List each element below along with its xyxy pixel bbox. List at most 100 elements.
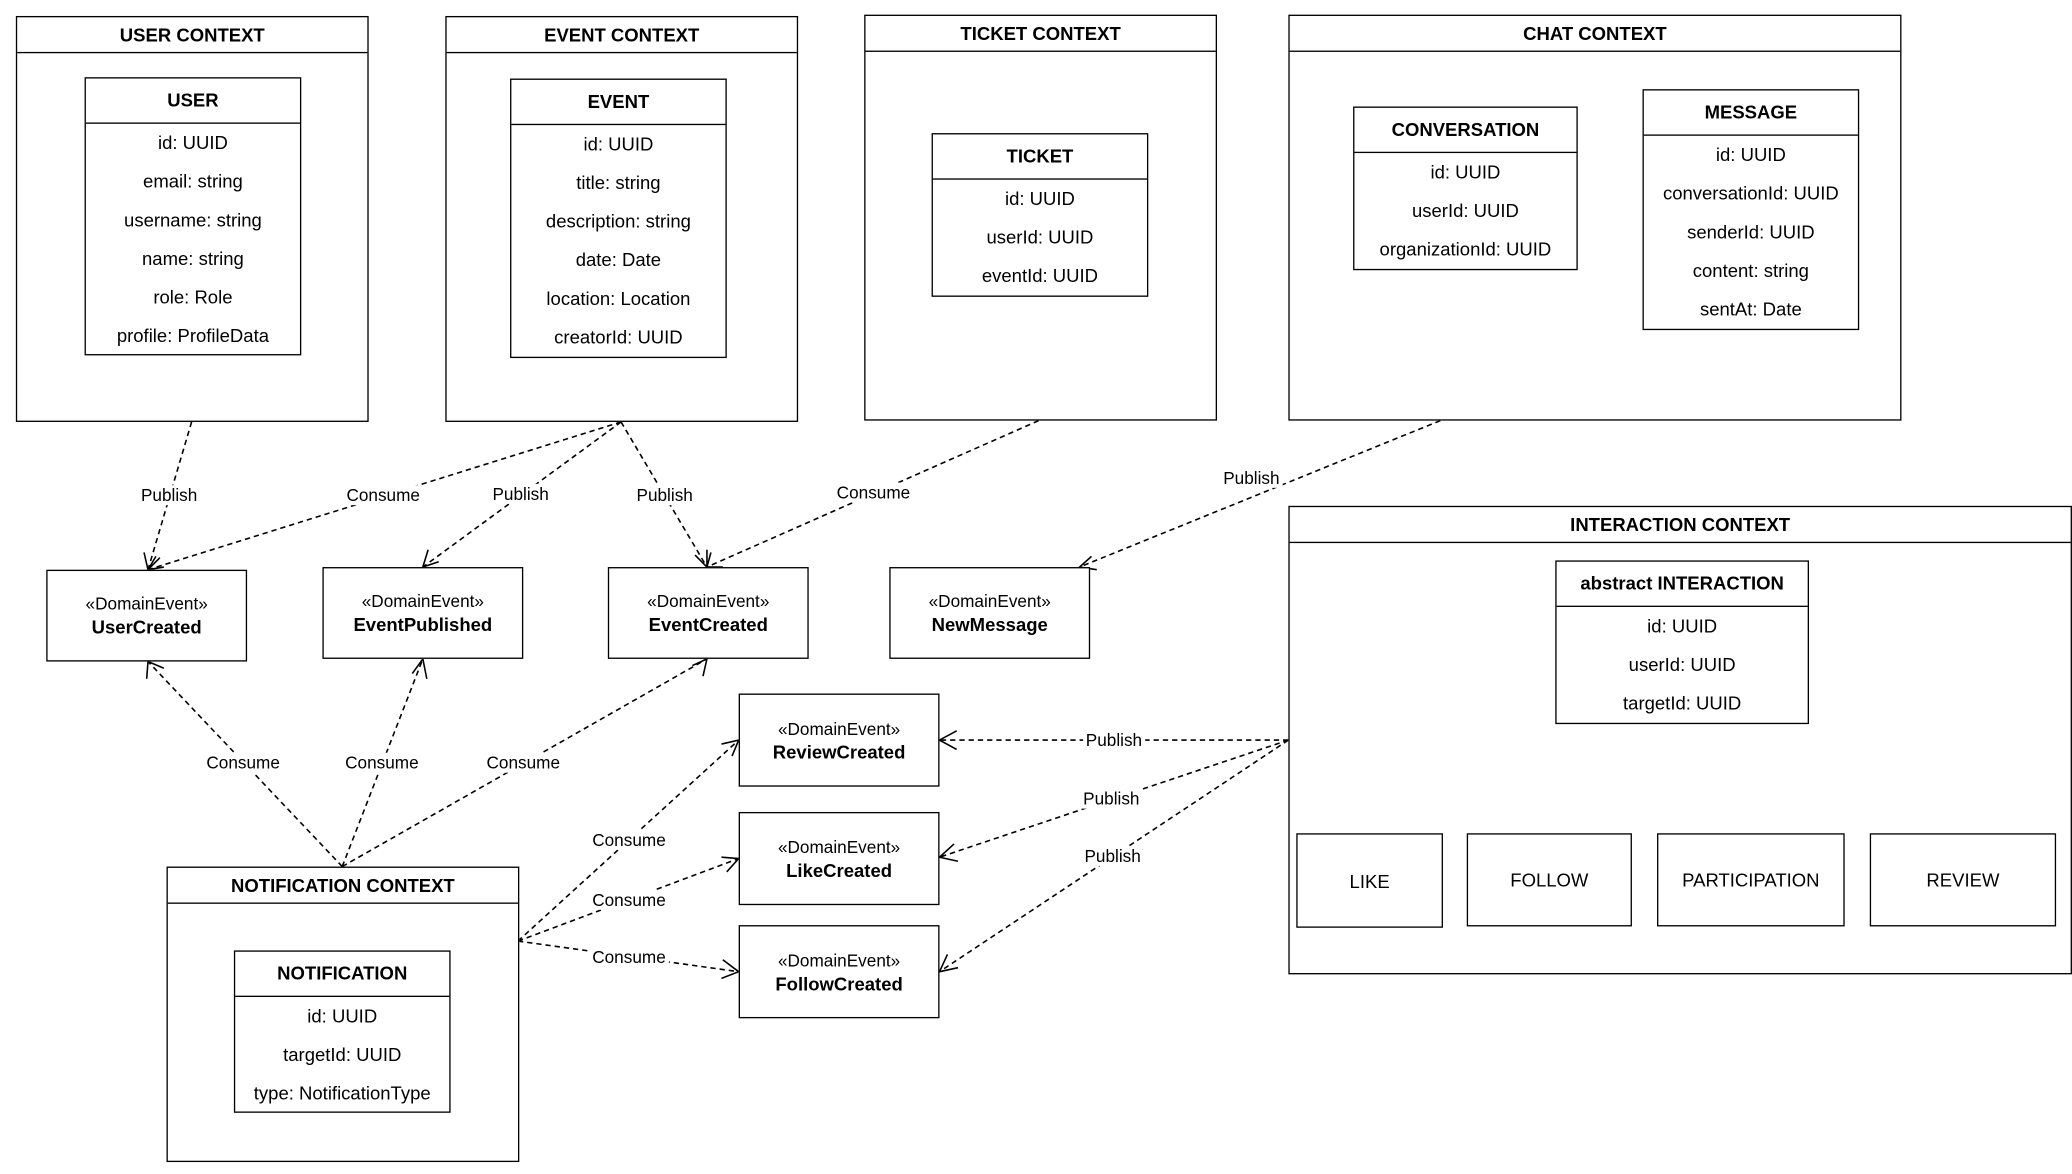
message-entity: MESSAGE id: UUID conversationId: UUID se… <box>1642 89 1860 331</box>
entity-field: name: string <box>142 247 244 269</box>
subtype-review: REVIEW <box>1869 833 2057 927</box>
event-context-title: EVENT CONTEXT <box>446 17 797 54</box>
entity-field: email: string <box>143 170 243 192</box>
user-fields: id: UUID email: string username: string … <box>86 124 300 361</box>
connector-label-publish: Publish <box>1080 788 1143 809</box>
entity-field: targetId: UUID <box>283 1043 402 1065</box>
entity-field: description: string <box>545 210 691 232</box>
stereotype-label: «DomainEvent» <box>647 591 770 611</box>
entity-field: eventId: UUID <box>981 264 1099 287</box>
event-entity-title: EVENT <box>511 80 726 126</box>
domain-event-follow-created: «DomainEvent» FollowCreated <box>738 925 940 1019</box>
entity-field: targetId: UUID <box>1623 692 1742 714</box>
subtype-follow: FOLLOW <box>1466 833 1632 927</box>
connector-label-consume: Consume <box>483 752 563 773</box>
stereotype-label: «DomainEvent» <box>928 591 1051 611</box>
connector-label-publish: Publish <box>1083 730 1145 751</box>
entity-field: id: UUID <box>1715 143 1786 166</box>
conversation-entity: CONVERSATION id: UUID userId: UUID organ… <box>1353 106 1578 271</box>
connector-label-consume: Consume <box>589 829 669 850</box>
stereotype-label: «DomainEvent» <box>777 949 901 970</box>
entity-field: username: string <box>124 208 262 231</box>
conversation-fields: id: UUID userId: UUID organizationId: UU… <box>1354 153 1576 274</box>
entity-field: id: UUID <box>1647 614 1718 637</box>
entity-field: id: UUID <box>307 1004 378 1027</box>
domain-event-review-created: «DomainEvent» ReviewCreated <box>738 693 940 787</box>
chat-context-title: CHAT CONTEXT <box>1289 16 1901 52</box>
entity-field: title: string <box>576 171 661 194</box>
stereotype-label: «DomainEvent» <box>777 718 901 739</box>
arrow-interaction-publish-followcreated <box>939 739 1289 973</box>
notification-entity: NOTIFICATION id: UUID targetId: UUID typ… <box>233 950 451 1113</box>
event-name: NewMessage <box>931 613 1048 635</box>
event-name: UserCreated <box>91 616 202 638</box>
subtype-like: LIKE <box>1296 833 1443 928</box>
stereotype-label: «DomainEvent» <box>361 591 484 611</box>
domain-event-event-created: «DomainEvent» EventCreated <box>607 567 809 659</box>
entity-field: id: UUID <box>583 133 654 155</box>
entity-field: profile: ProfileData <box>116 324 270 347</box>
stereotype-label: «DomainEvent» <box>777 836 901 857</box>
entity-field: userId: UUID <box>1411 199 1519 221</box>
interaction-entity-title: abstract INTERACTION <box>1556 562 1808 607</box>
entity-field: id: UUID <box>1430 161 1501 183</box>
notification-entity-title: NOTIFICATION <box>235 952 450 997</box>
message-fields: id: UUID conversationId: UUID senderId: … <box>1644 136 1858 334</box>
arrow-notification-consume-eventcreated <box>341 658 708 868</box>
entity-field: userId: UUID <box>986 226 1094 248</box>
connector-label-consume: Consume <box>343 485 423 506</box>
connector-label-publish: Publish <box>489 483 552 504</box>
event-name: EventPublished <box>353 613 493 635</box>
stereotype-label: «DomainEvent» <box>85 593 208 614</box>
entity-field: sentAt: Date <box>1699 298 1802 320</box>
subtype-participation: PARTICIPATION <box>1657 833 1845 927</box>
entity-field: role: Role <box>153 286 233 308</box>
event-entity: EVENT id: UUID title: string description… <box>510 78 727 362</box>
connector-label-consume: Consume <box>589 889 669 910</box>
arrow-notification-consume-likecreated <box>517 857 739 942</box>
user-context-title: USER CONTEXT <box>17 17 368 54</box>
connector-label-consume: Consume <box>589 947 669 968</box>
arrow-interaction-publish-likecreated <box>939 739 1289 858</box>
connector-label-publish: Publish <box>138 485 200 506</box>
event-fields: id: UUID title: string description: stri… <box>511 125 725 362</box>
connector-label-publish: Publish <box>1220 467 1283 488</box>
entity-field: date: Date <box>575 248 662 271</box>
user-entity: USER id: UUID email: string username: st… <box>84 77 302 356</box>
entity-field: location: Location <box>546 287 691 309</box>
interaction-fields: id: UUID userId: UUID targetId: UUID <box>1557 607 1808 728</box>
domain-event-new-message: «DomainEvent» NewMessage <box>889 567 1091 659</box>
arrow-chat-publish-newmessage <box>1079 419 1441 568</box>
ticket-entity-title: TICKET <box>932 134 1147 180</box>
notification-context-title: NOTIFICATION CONTEXT <box>167 868 518 904</box>
interaction-context-title: INTERACTION CONTEXT <box>1289 507 2071 544</box>
ticket-entity: TICKET id: UUID userId: UUID eventId: UU… <box>931 133 1149 297</box>
domain-event-event-published: «DomainEvent» EventPublished <box>322 567 524 659</box>
entity-field: conversationId: UUID <box>1662 182 1839 204</box>
domain-event-user-created: «DomainEvent» UserCreated <box>46 569 248 662</box>
entity-field: senderId: UUID <box>1687 220 1815 243</box>
ticket-context-title: TICKET CONTEXT <box>865 16 1216 52</box>
entity-field: userId: UUID <box>1628 653 1736 675</box>
connector-label-publish: Publish <box>633 485 696 506</box>
conversation-entity-title: CONVERSATION <box>1354 108 1577 154</box>
entity-field: id: UUID <box>1004 187 1075 209</box>
arrow-ticket-consume-eventcreated <box>706 419 1039 568</box>
ticket-fields: id: UUID userId: UUID eventId: UUID <box>933 180 1147 301</box>
entity-field: content: string <box>1692 259 1809 281</box>
event-name: ReviewCreated <box>772 740 906 763</box>
entity-field: type: NotificationType <box>253 1082 431 1104</box>
message-entity-title: MESSAGE <box>1643 91 1858 136</box>
event-name: FollowCreated <box>775 972 903 994</box>
connector-label-consume: Consume <box>342 752 422 773</box>
event-name: LikeCreated <box>786 859 893 881</box>
domain-event-like-created: «DomainEvent» LikeCreated <box>738 811 940 906</box>
entity-field: id: UUID <box>157 131 228 154</box>
notification-fields: id: UUID targetId: UUID type: Notificati… <box>235 997 449 1118</box>
connector-label-publish: Publish <box>1081 845 1144 866</box>
connector-label-consume: Consume <box>834 482 913 503</box>
connector-label-consume: Consume <box>203 752 283 773</box>
user-entity-title: USER <box>85 79 300 124</box>
entity-field: organizationId: UUID <box>1379 238 1552 260</box>
